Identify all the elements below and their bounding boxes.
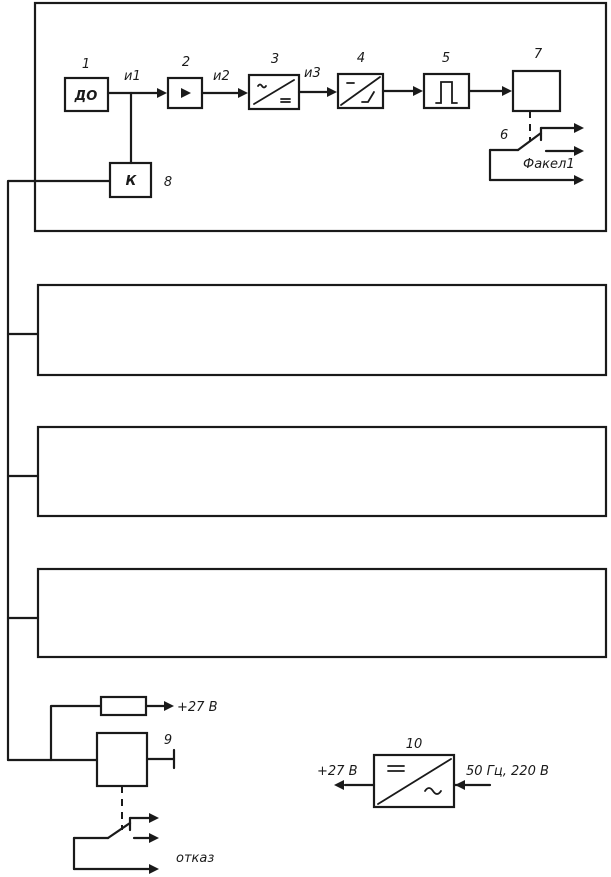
block-2-number: 2 <box>182 55 190 70</box>
arrow-3-4 <box>327 87 337 97</box>
block-8-label: К <box>126 174 138 189</box>
relay-6-label: Факел1 <box>523 157 575 172</box>
fault-relay-contact <box>72 813 159 874</box>
mains-label: 50 Гц, 220 В <box>466 764 549 779</box>
relay-6-number: 6 <box>500 128 508 143</box>
signal-u2-label: и2 <box>213 69 230 84</box>
resistor <box>99 695 148 717</box>
channel-3-frame <box>36 425 608 518</box>
arrow-mains-in <box>455 780 465 790</box>
relay-6-contact <box>488 123 584 185</box>
ac-dc-converter-icon <box>253 79 295 105</box>
arrow-2-3 <box>238 88 248 98</box>
signal-u1-label: и1 <box>124 69 141 84</box>
channel-2-frame <box>36 283 608 377</box>
dc-ac-converter-icon <box>377 758 452 805</box>
block-8-k <box>108 161 153 199</box>
arrow-plus27-in <box>164 701 174 711</box>
supply-plus27-label: +27 В <box>177 700 218 715</box>
arrow-1-2 <box>157 88 167 98</box>
control-bus <box>6 179 112 762</box>
arrow-4-5 <box>413 86 423 96</box>
block-5-number: 5 <box>442 51 450 66</box>
threshold-icon <box>340 76 381 106</box>
block-9-monitor <box>95 731 149 788</box>
pulse-icon <box>435 81 458 104</box>
fault-label: отказ <box>176 851 214 866</box>
amplifier-icon <box>181 88 191 98</box>
channel-4-frame <box>36 567 608 659</box>
block-1-do <box>63 76 110 113</box>
block-10-number: 10 <box>406 737 423 752</box>
arrow-out-27 <box>334 780 344 790</box>
block-4-number: 4 <box>357 51 365 66</box>
block-3-number: 3 <box>271 52 279 67</box>
signal-u3-label: и3 <box>304 66 321 81</box>
block-9-number: 9 <box>164 733 172 748</box>
block-1-number: 1 <box>82 57 90 72</box>
block-1-label: ДО <box>74 89 98 104</box>
block-5-pulse-shaper <box>422 72 471 110</box>
supply-out-27-label: +27 В <box>317 764 358 779</box>
block-7-relay <box>511 69 562 113</box>
arrow-5-7 <box>502 86 512 96</box>
block-8-number: 8 <box>164 175 172 190</box>
block-7-number: 7 <box>534 47 543 62</box>
